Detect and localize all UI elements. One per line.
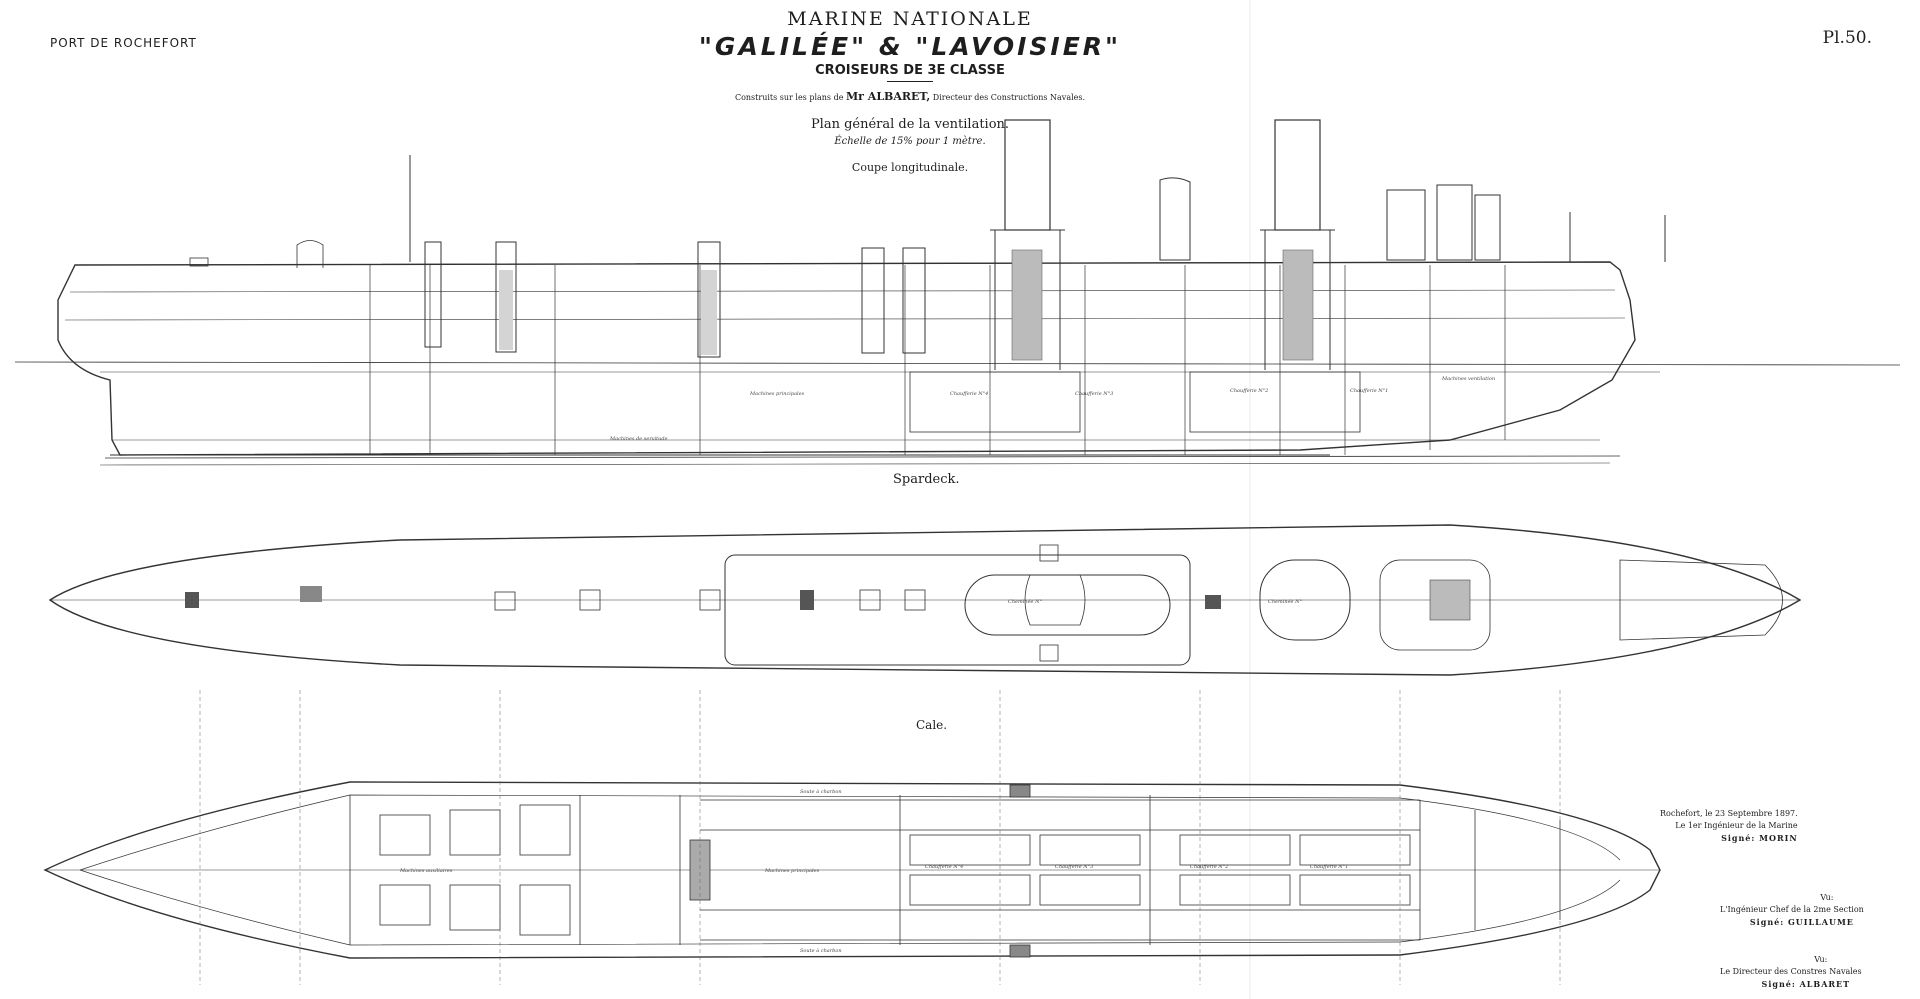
hold-plan-view [43,690,1661,985]
title-line-navy: MARINE NATIONALE [787,8,1033,30]
label-cheminee-fore: Cheminée N° [1268,598,1302,605]
label-hold-machines: Machines principales [764,868,820,874]
funnel-fore [1274,119,1321,231]
plan-title: Plan général de la ventilation. [810,117,1010,132]
sig3-vu: Vu: [1814,955,1828,964]
sig2-name: Signé: GUILLAUME [1749,917,1854,927]
sig3-title: Le Directeur des Constres Navales [1720,967,1862,976]
port-label: PORT DE ROCHEFORT [50,36,197,50]
profile-hull-outline [57,261,1636,456]
designer-prefix: Construits sur les plans de [734,93,844,102]
spardeck-label: Spardeck. [893,472,960,487]
label-machines-ventilation: Machines ventilation [1441,376,1495,382]
title-block: MARINE NATIONALE "GALILÉE" & "LAVOISIER"… [560,8,1260,174]
profile-view [14,119,1901,466]
label-cheminee-aft: Cheminée N° [1008,598,1042,605]
sig3-name: Signé: ALBARET [1761,979,1851,989]
signature-block-3: Vu: Le Directeur des Constres Navales Si… [1720,954,1862,991]
plan-section: Coupe longitudinale. [851,161,969,174]
profile-deck-line [74,261,1611,266]
cale-label: Cale. [916,718,948,732]
label-hold-chaufferie-1: Chaufferie N°1 [1310,864,1348,870]
title-designer: Construits sur les plans de Mr ALBARET, … [560,90,1260,103]
plan-scale: Échelle de 15% pour 1 mètre. [834,136,986,147]
designer-suffix: Directeur des Constructions Navales. [932,93,1086,102]
funnel-aft-plan [964,574,1171,636]
label-hold-soute-top: Soute à charbon [800,788,842,795]
sig2-title: L'Ingénieur Chef de la 2me Section [1720,905,1864,914]
label-chaufferie-2: Chaufferie N°2 [1230,388,1268,394]
label-hold-soute-bottom: Soute à charbon [800,947,842,954]
label-chaufferie-3: Chaufferie N°3 [1075,391,1113,397]
label-hold-chaufferie-3: Chaufferie N°3 [1055,864,1093,870]
label-chaufferie-1: Chaufferie N°1 [1350,388,1388,394]
funnel-aft [1004,119,1051,231]
designer-name: Mr ALBARET, [845,90,931,103]
plate-number: Pl.50. [1822,28,1872,48]
signature-block-2: Vu: L'Ingénieur Chef de la 2me Section S… [1720,892,1864,929]
label-machines-servitude: Machines de servitude [609,436,668,442]
waterline [14,361,1901,366]
label-hold-machines-aux: Machines auxiliaires [399,868,453,874]
funnel-fore-plan [1259,559,1351,641]
title-rule [887,81,933,82]
sig2-vu: Vu: [1820,893,1834,902]
label-hold-chaufferie-2: Chaufferie N°2 [1190,864,1228,870]
sig1-date: Rochefort, le 23 Septembre 1897. [1660,809,1798,818]
sig1-name: Signé: MORIN [1721,833,1798,843]
signature-block-1: Rochefort, le 23 Septembre 1897. Le 1er … [1660,808,1798,845]
spardeck-plan-view [48,524,1802,676]
title-ship-names: "GALILÉE" & "LAVOISIER" [698,32,1122,61]
label-hold-chaufferie-4: Chaufferie N°4 [925,864,963,870]
title-class: CROISEURS DE 3E CLASSE [815,63,1005,78]
label-chaufferie-4: Chaufferie N°4 [950,391,988,397]
label-machines-principales: Machines principales [749,391,805,397]
sig1-title: Le 1er Ingénieur de la Marine [1675,821,1798,830]
